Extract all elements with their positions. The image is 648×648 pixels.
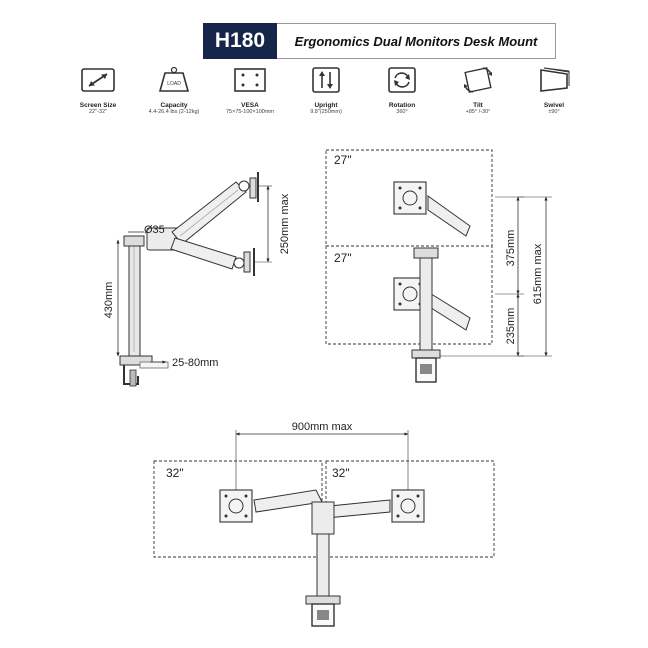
spec-value: 75×75-100×100mm <box>225 109 274 115</box>
spec-value: ±90° <box>548 109 560 115</box>
spec-row: Screen Size 22"-32" LOAD Capacity 4.4-26… <box>60 66 600 126</box>
swivel-icon <box>540 67 570 92</box>
lower-range-label: 235mm <box>505 308 517 345</box>
bottom-monitor-size: 27" <box>334 251 352 265</box>
right-monitor-size: 32" <box>332 466 350 480</box>
spec-value: 9.8"(250mm) <box>310 109 342 115</box>
spec-value: +85° /-30° <box>465 109 491 115</box>
reach-label: 900mm max <box>292 421 353 433</box>
left-monitor-size: 32" <box>166 466 184 480</box>
top-view: 900mm max 32" 32" <box>153 421 495 627</box>
total-range-label: 615mm max <box>532 243 544 304</box>
spec-label: Capacity <box>160 102 188 109</box>
product-title: Ergonomics Dual Monitors Desk Mount <box>277 23 556 59</box>
tilt-icon <box>464 67 492 93</box>
svg-text:LOAD: LOAD <box>167 81 181 87</box>
spec-value: 360° <box>396 109 408 115</box>
upper-range-label: 375mm <box>505 230 517 267</box>
spec-swivel: Swivel ±90° <box>516 66 592 115</box>
spec-label: Swivel <box>543 102 565 109</box>
spec-label: Tilt <box>473 102 483 109</box>
spec-label: Upright <box>314 102 338 109</box>
spec-capacity: LOAD Capacity 4.4-26.4 lbs (2-12kg) <box>136 66 212 115</box>
rotation-icon <box>388 67 416 93</box>
bottom-monitor-outline <box>325 245 493 345</box>
spec-rotation: Rotation 360° <box>364 66 440 115</box>
spec-label: Rotation <box>388 102 416 109</box>
vesa-icon <box>234 68 266 92</box>
top-monitor-size: 27" <box>334 153 352 167</box>
spec-vesa: VESA 75×75-100×100mm <box>212 66 288 115</box>
spec-value: 22"-32" <box>89 109 107 115</box>
header-banner: H180 Ergonomics Dual Monitors Desk Mount <box>203 23 557 59</box>
clamp-range-label: 25-80mm <box>172 357 218 369</box>
vesa-plate-left <box>219 489 253 523</box>
model-badge: H180 <box>203 23 277 59</box>
vesa-plate-upper <box>393 181 427 215</box>
pole-diameter-label: Ø35 <box>144 224 165 236</box>
load-weight-icon: LOAD <box>158 66 190 92</box>
screen-size-icon <box>81 68 115 92</box>
spec-upright: Upright 9.8"(250mm) <box>288 66 364 115</box>
height-view: 27" 27" 375mm <box>325 149 552 383</box>
spec-label: VESA <box>241 102 259 109</box>
spec-label: Screen Size <box>79 102 117 109</box>
spec-screen-size: Screen Size 22"-32" <box>60 66 136 115</box>
arm-travel-label: 250mm max <box>279 193 291 254</box>
side-view: Ø35 430mm 250mm max 25-80mm <box>103 172 291 387</box>
vesa-plate-right <box>391 489 425 523</box>
pole-height-label: 430mm <box>103 282 115 319</box>
upright-icon <box>312 67 340 93</box>
spec-value: 4.4-26.4 lbs (2-12kg) <box>148 109 200 115</box>
spec-tilt: Tilt +85° /-30° <box>440 66 516 115</box>
